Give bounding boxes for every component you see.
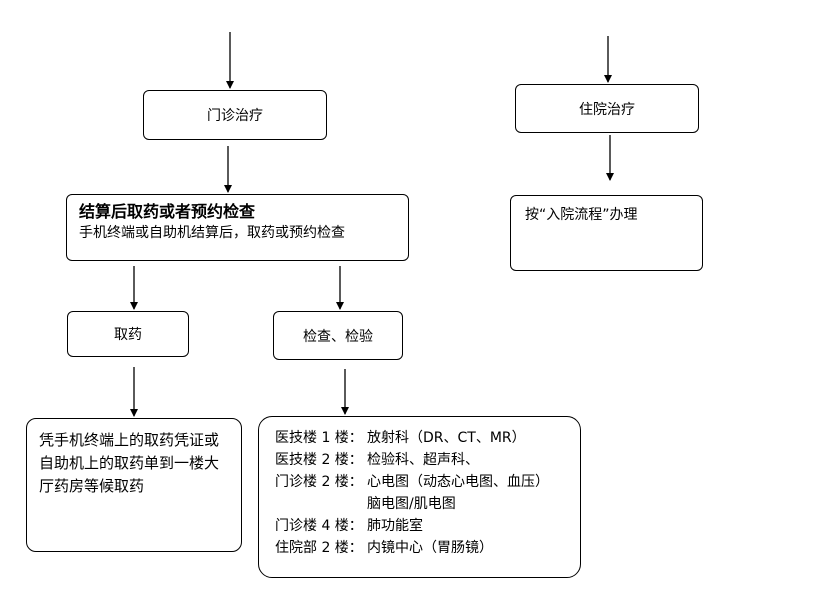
exam-node: 检查、检验 — [273, 311, 403, 360]
pickup-note: 凭手机终端上的取药凭证或自助机上的取药单到一楼大厅药房等候取药 — [39, 431, 220, 495]
inpatient-note-node: 按“入院流程”办理 — [510, 195, 703, 271]
pickup-label: 取药 — [114, 327, 142, 343]
checkout-node: 结算后取药或者预约检查 手机终端或自助机结算后，取药或预约检查 — [66, 194, 409, 261]
outpatient-node: 门诊治疗 — [143, 90, 327, 140]
exam-row: 门诊楼 4 楼：肺功能室 — [275, 515, 564, 537]
exam-row-place: 门诊楼 4 楼： — [275, 518, 363, 534]
checkout-title: 结算后取药或者预约检查 — [79, 202, 256, 221]
exam-row-items: 内镜中心（胃肠镜） — [367, 540, 493, 556]
pickup-node: 取药 — [67, 311, 189, 357]
exam-label: 检查、检验 — [303, 328, 373, 345]
outpatient-label: 门诊治疗 — [207, 108, 263, 124]
pickup-note-node: 凭手机终端上的取药凭证或自助机上的取药单到一楼大厅药房等候取药 — [26, 418, 242, 552]
inpatient-note: 按“入院流程”办理 — [525, 207, 638, 223]
exam-list-node: 医技楼 1 楼：放射科（DR、CT、MR） 医技楼 2 楼：检验科、超声科、 门… — [258, 416, 581, 578]
exam-row-place: 门诊楼 2 楼： — [275, 474, 363, 490]
exam-row: 医技楼 1 楼：放射科（DR、CT、MR） — [275, 427, 564, 449]
exam-row-items: 放射科（DR、CT、MR） — [367, 430, 526, 446]
exam-row: 脑电图/肌电图 — [275, 493, 564, 515]
exam-row-items: 肺功能室 — [367, 518, 423, 534]
exam-row: 医技楼 2 楼：检验科、超声科、 — [275, 449, 564, 471]
checkout-subtitle: 手机终端或自助机结算后，取药或预约检查 — [79, 225, 345, 241]
exam-row: 门诊楼 2 楼：心电图（动态心电图、血压） — [275, 471, 564, 493]
exam-row-place: 住院部 2 楼： — [275, 540, 363, 556]
exam-row-items: 心电图（动态心电图、血压） — [367, 474, 549, 490]
exam-row: 住院部 2 楼：内镜中心（胃肠镜） — [275, 537, 564, 559]
exam-row-items: 检验科、超声科、 — [367, 452, 479, 468]
exam-row-place: 医技楼 2 楼： — [275, 452, 363, 468]
exam-row-place: 医技楼 1 楼： — [275, 430, 363, 446]
exam-row-items: 脑电图/肌电图 — [367, 496, 456, 512]
inpatient-node: 住院治疗 — [515, 84, 699, 133]
inpatient-label: 住院治疗 — [579, 101, 635, 118]
